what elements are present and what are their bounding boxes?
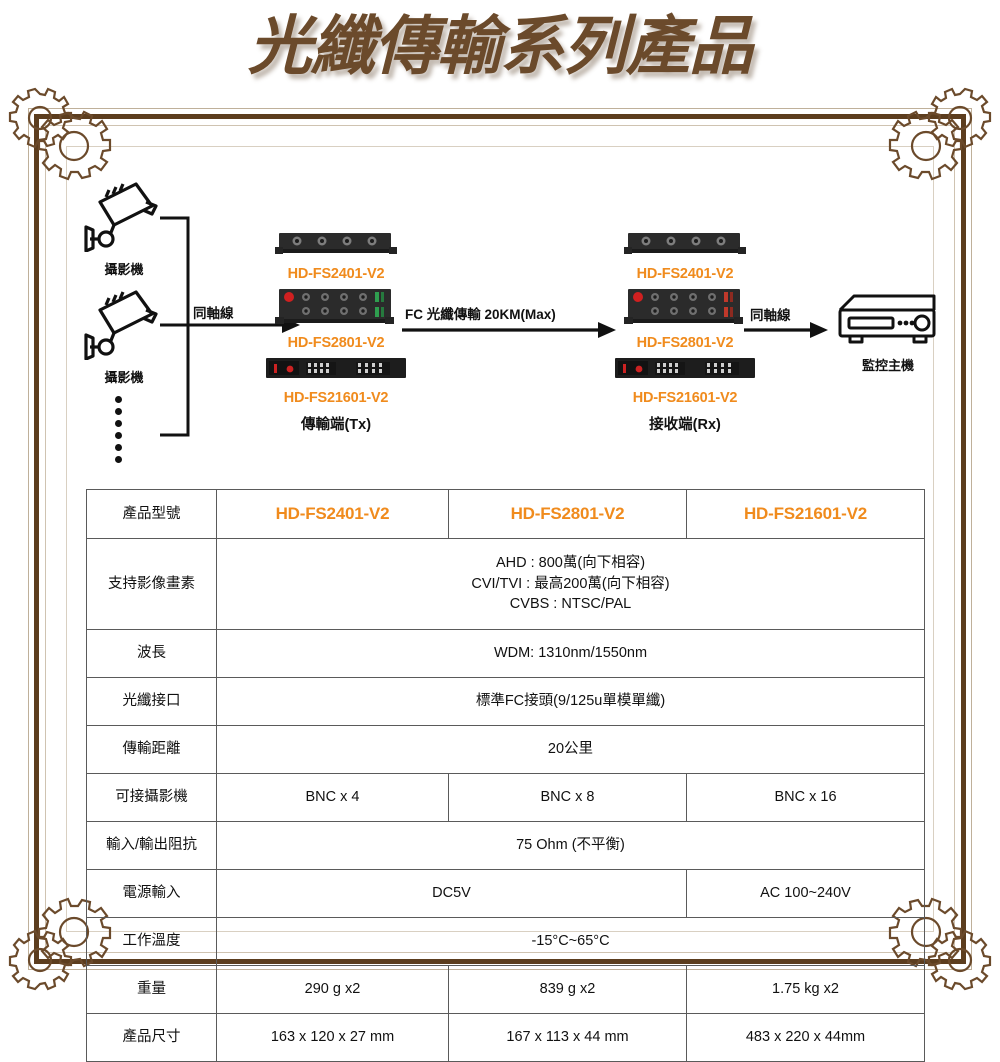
value-line: CVI/TVI : 最高200萬(向下相容) — [471, 575, 670, 592]
table-row-header: 產品型號 HD-FS2401-V2 HD-FS2801-V2 HD-FS2160… — [86, 489, 925, 539]
camera-ellipsis — [115, 396, 122, 463]
row-value-merged: 標準FC接頭(9/125u單模單纖) — [216, 677, 925, 726]
row-value-3: BNC x 16 — [686, 773, 925, 822]
cctv-camera-icon — [84, 290, 158, 361]
coax-bracket-left — [160, 216, 300, 437]
row-label: 輸入/輸出阻抗 — [86, 821, 217, 870]
tx-device-group: HD-FS2401-V2 HD-FS2801-V2 — [263, 230, 409, 434]
row-value-merged: 20公里 — [216, 725, 925, 774]
row-value-merged: 75 Ohm (不平衡) — [216, 821, 925, 870]
row-label: 支持影像畫素 — [86, 538, 217, 630]
row-label: 波長 — [86, 629, 217, 678]
header-model-3: HD-FS21601-V2 — [686, 489, 925, 539]
dvr-label: 監控主機 — [861, 358, 914, 373]
fiber-link-arrow — [402, 322, 616, 338]
row-value-2: 839 g x2 — [448, 965, 687, 1014]
header-model-2: HD-FS2801-V2 — [448, 489, 687, 539]
ellipsis-dot — [115, 456, 122, 463]
value-line: AHD : 800萬(向下相容) — [495, 555, 646, 572]
camera-top: 攝影機 — [78, 180, 170, 278]
system-diagram: 攝影機 攝影機 — [60, 170, 950, 463]
ellipsis-dot — [115, 408, 122, 415]
row-value-2: AC 100~240V — [686, 869, 925, 918]
dvr-host: 監控主機 — [828, 290, 948, 374]
media-converter-8ch-icon — [624, 289, 743, 324]
rx-model-1: HD-FS2401-V2 — [636, 266, 734, 282]
cctv-camera-icon — [84, 182, 158, 253]
ellipsis-dot — [115, 444, 122, 451]
ellipsis-dot — [115, 420, 122, 427]
table-row: 光纖接口 標準FC接頭(9/125u單模單纖) — [86, 677, 925, 726]
row-value-2: BNC x 8 — [448, 773, 687, 822]
coax-right-arrow — [744, 322, 828, 338]
table-row: 重量 290 g x2 839 g x2 1.75 kg x2 — [86, 965, 925, 1014]
rx-model-2: HD-FS2801-V2 — [636, 335, 734, 351]
media-converter-4ch-icon — [275, 233, 397, 254]
tx-model-3: HD-FS21601-V2 — [283, 390, 389, 406]
tx-end-label: 傳輸端(Tx) — [300, 417, 372, 433]
table-row: 工作溫度 -15°C~65°C — [86, 917, 925, 966]
dvr-icon — [838, 294, 936, 344]
camera-bottom: 攝影機 — [78, 288, 170, 386]
row-label: 重量 — [86, 965, 217, 1014]
row-value-merged: -15°C~65°C — [216, 917, 925, 966]
table-row: 輸入/輸出阻抗 75 Ohm (不平衡) — [86, 821, 925, 870]
table-row: 傳輸距離 20公里 — [86, 725, 925, 774]
rx-device-group: HD-FS2401-V2 HD-FS2801-V2 — [612, 230, 758, 434]
row-label: 產品尺寸 — [86, 1013, 217, 1062]
spec-table: 產品型號 HD-FS2401-V2 HD-FS2801-V2 HD-FS2160… — [86, 489, 925, 1062]
row-label: 可接攝影機 — [86, 773, 217, 822]
header-model-1: HD-FS2401-V2 — [216, 489, 449, 539]
ellipsis-dot — [115, 432, 122, 439]
row-value-1: 163 x 120 x 27 mm — [216, 1013, 449, 1062]
row-value-merged: WDM: 1310nm/1550nm — [216, 629, 925, 678]
row-value-2: 167 x 113 x 44 mm — [448, 1013, 687, 1062]
row-label: 光纖接口 — [86, 677, 217, 726]
rx-end-label: 接收端(Rx) — [649, 417, 721, 433]
row-value-3: 483 x 220 x 44mm — [686, 1013, 925, 1062]
table-row: 支持影像畫素 AHD : 800萬(向下相容) CVI/TVI : 最高200萬… — [86, 538, 925, 630]
row-label: 電源輸入 — [86, 869, 217, 918]
arrow-head-icon — [810, 322, 828, 338]
table-row: 波長 WDM: 1310nm/1550nm — [86, 629, 925, 678]
row-value-merged: AHD : 800萬(向下相容) CVI/TVI : 最高200萬(向下相容) … — [216, 538, 925, 630]
tx-model-1: HD-FS2401-V2 — [287, 266, 385, 282]
value-line: CVBS : NTSC/PAL — [509, 596, 632, 613]
table-row: 產品尺寸 163 x 120 x 27 mm 167 x 113 x 44 mm… — [86, 1013, 925, 1062]
arrow-head-icon — [598, 322, 616, 338]
camera-bottom-label: 攝影機 — [104, 370, 144, 385]
row-value-3: 1.75 kg x2 — [686, 965, 925, 1014]
ellipsis-dot — [115, 396, 122, 403]
coax-left-label: 同軸線 — [193, 306, 234, 321]
row-value-1: DC5V — [216, 869, 687, 918]
media-converter-4ch-icon — [624, 233, 746, 254]
page-title: 光纖傳輸系列產品 — [248, 10, 753, 84]
row-label: 工作溫度 — [86, 917, 217, 966]
fiber-link-label: FC 光纖傳輸 20KM(Max) — [405, 307, 556, 322]
row-label: 傳輸距離 — [86, 725, 217, 774]
row-value-1: BNC x 4 — [216, 773, 449, 822]
table-row: 電源輸入 DC5V AC 100~240V — [86, 869, 925, 918]
coax-right-label: 同軸線 — [750, 308, 791, 323]
media-converter-8ch-icon — [275, 289, 394, 324]
camera-top-label: 攝影機 — [104, 262, 144, 277]
row-label-model: 產品型號 — [86, 489, 217, 539]
table-row: 可接攝影機 BNC x 4 BNC x 8 BNC x 16 — [86, 773, 925, 822]
tx-model-2: HD-FS2801-V2 — [287, 335, 385, 351]
rack-converter-16ch-icon — [266, 358, 406, 378]
rx-model-3: HD-FS21601-V2 — [632, 390, 738, 406]
row-value-1: 290 g x2 — [216, 965, 449, 1014]
rack-converter-16ch-icon — [615, 358, 755, 378]
